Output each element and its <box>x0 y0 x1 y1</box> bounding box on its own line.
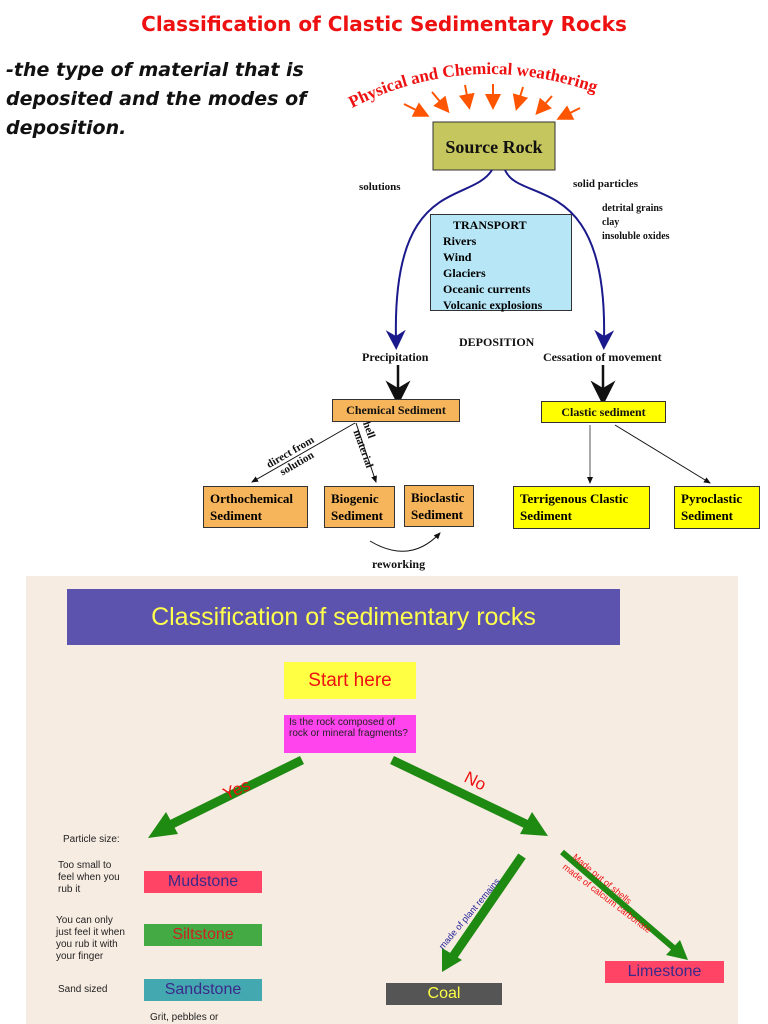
page-title: Classification of Clastic Sedimentary Ro… <box>141 12 627 36</box>
transport-item: Wind <box>443 250 472 264</box>
source-rock-label: Source Rock <box>445 137 542 157</box>
yes-label: Yes <box>220 775 253 803</box>
classification-panel <box>26 576 738 1024</box>
chemical-sediment-box: Chemical Sediment <box>332 399 460 422</box>
question-box <box>284 715 416 753</box>
biogenic-label: Biogenic <box>331 491 379 506</box>
yes-arrow-shaft <box>166 755 304 831</box>
solid-items-list: detrital grains clay insoluble oxides <box>602 202 670 244</box>
pyroclastic-box: Pyroclastic Sediment <box>674 486 760 529</box>
coal-box: Coal <box>386 983 502 1005</box>
terrigenous-label: Terrigenous Clastic <box>520 491 629 506</box>
pyroclastic-label: Pyroclastic <box>681 491 743 506</box>
siltstone-label: Siltstone <box>172 926 234 943</box>
cessation-label: Cessation of movement <box>543 350 662 364</box>
solutions-label: solutions <box>359 181 401 193</box>
sandstone-box: Sandstone <box>144 979 262 1001</box>
chemical-sediment-label: Chemical Sediment <box>346 403 446 417</box>
sediment-flow-diagram: Physical and Chemical weathering Source … <box>251 59 711 552</box>
limestone-label: Limestone <box>627 963 702 980</box>
clastic-sediment-box: Clastic sediment <box>541 401 666 423</box>
calcium-carbonate-label: made of calcium carbonate <box>561 862 653 935</box>
coal-label: Coal <box>427 985 461 1002</box>
mudstone-box: Mudstone <box>144 871 262 893</box>
limestone-box: Limestone <box>605 961 724 983</box>
direct-from-solution-label: direct from solution <box>265 434 317 478</box>
limestone-arrow-head <box>666 940 688 960</box>
coal-arrow-shaft <box>448 853 526 961</box>
desc-line: your finger <box>56 951 104 962</box>
shell-material-arrow <box>355 422 377 483</box>
orthochemical-label-2: Sediment <box>210 508 262 523</box>
transport-item: Oceanic currents <box>443 282 531 296</box>
start-box <box>284 662 416 699</box>
sandstone-label: Sandstone <box>164 981 242 998</box>
weathering-label: Physical and Chemical weathering <box>345 59 600 112</box>
transport-item: Rivers <box>443 234 477 248</box>
transport-title: TRANSPORT <box>453 218 527 232</box>
desc-line: feel when you <box>58 872 120 883</box>
clastic-sediment-label: Clastic sediment <box>561 405 646 419</box>
transport-box: TRANSPORT Rivers Wind Glaciers Oceanic c… <box>430 214 572 312</box>
desc-line: just feel it when <box>56 927 125 938</box>
terrigenous-label-2: Sediment <box>520 508 572 523</box>
coal-arrow-head <box>442 948 462 972</box>
biogenic-box: Biogenic Sediment <box>324 486 395 528</box>
bioclastic-label: Bioclastic <box>411 490 465 505</box>
pyroclastic-arrow <box>614 424 711 484</box>
no-arrow-shaft <box>390 755 530 830</box>
desc-sand-sized: Sand sized <box>58 984 108 995</box>
flowchart-arrows: Yes No made of plant remains Made out of… <box>148 755 688 972</box>
reworking-arrow <box>369 532 441 552</box>
direct-solution-arrow <box>251 422 356 483</box>
solid-item: insoluble oxides <box>602 231 670 242</box>
start-label: Start here <box>308 670 392 691</box>
siltstone-box: Siltstone <box>144 924 262 946</box>
transport-item: Volcanic explosions <box>443 298 543 312</box>
reworking-label: reworking <box>372 557 426 571</box>
solid-item: detrital grains <box>602 203 663 214</box>
solid-particles-arrow <box>504 169 615 350</box>
desc-line: rub it <box>58 884 81 895</box>
no-arrow-head <box>520 812 548 836</box>
solutions-arrow <box>385 169 493 350</box>
desc-line: You can only <box>56 915 113 926</box>
pyroclastic-label-2: Sediment <box>681 508 733 523</box>
mudstone-label: Mudstone <box>167 873 239 890</box>
bioclastic-label-2: Sediment <box>411 507 463 522</box>
desc-just-feel: You can only just feel it when you rub i… <box>56 915 125 963</box>
yes-arrow-head <box>148 812 178 838</box>
desc-line: Too small to <box>58 860 112 871</box>
limestone-arrow-shaft <box>560 849 678 953</box>
desc-too-small: Too small to feel when you rub it <box>58 860 120 896</box>
precipitation-label: Precipitation <box>362 350 429 364</box>
orthochemical-label: Orthochemical <box>210 491 294 506</box>
desc-line: you rub it with <box>56 939 118 950</box>
subtitle-text: -the type of material that is deposited … <box>6 59 307 139</box>
transport-item: Glaciers <box>443 266 486 280</box>
biogenic-label-2: Sediment <box>331 508 383 523</box>
question-text: Is the rock composed of rock or mineral … <box>289 717 408 739</box>
solid-particles-label: solid particles <box>573 178 639 190</box>
bioclastic-box: Bioclastic Sediment <box>404 485 474 527</box>
desc-grit: Grit, pebbles or <box>150 1012 219 1023</box>
particle-size-label: Particle size: <box>63 834 120 845</box>
deposition-label: DEPOSITION <box>459 335 535 349</box>
terrigenous-box: Terrigenous Clastic Sediment <box>513 486 650 529</box>
solid-item: clay <box>602 217 620 228</box>
banner-title: Classification of sedimentary rocks <box>151 603 536 631</box>
banner-box <box>67 589 620 645</box>
source-rock-box <box>432 121 556 171</box>
weathering-arrows <box>403 84 581 120</box>
orthochemical-box: Orthochemical Sediment <box>203 486 308 528</box>
